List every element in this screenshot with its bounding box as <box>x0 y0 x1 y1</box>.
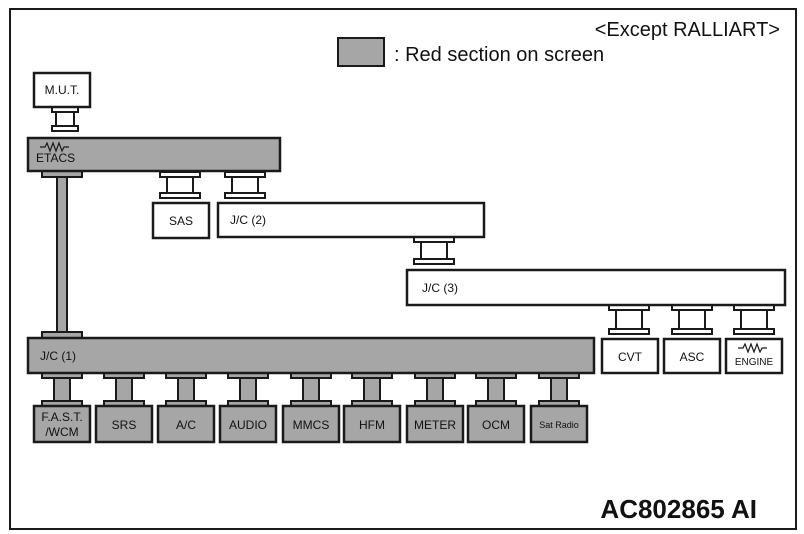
etacs-box <box>26 136 282 173</box>
engine-label: ENGINE <box>735 357 774 368</box>
resistor-icon <box>738 342 767 354</box>
hfm-label: HFM <box>359 418 385 432</box>
legend-swatch <box>337 37 385 67</box>
mut-label: M.U.T. <box>45 83 80 97</box>
connectors <box>41 106 775 407</box>
fast-wcm-label-line1: F.A.S.T. <box>41 410 82 424</box>
audio-label: AUDIO <box>229 418 267 432</box>
asc-label: ASC <box>680 350 705 364</box>
legend-text: : Red section on screen <box>394 44 604 66</box>
asc-box <box>662 337 722 375</box>
srs-box <box>94 404 154 444</box>
jc3-label: J/C (3) <box>422 281 458 295</box>
figure-code: AC802865 AI <box>600 494 757 524</box>
resistor-icon <box>40 141 69 153</box>
jc2-box <box>216 201 486 239</box>
ac-box <box>156 404 216 444</box>
fast-wcm-label-line2: /WCM <box>45 425 78 439</box>
hfm-box <box>342 404 402 444</box>
mmcs-label: MMCS <box>293 418 330 432</box>
jc1-label: J/C (1) <box>40 349 76 363</box>
audio-box <box>218 404 278 444</box>
meter-label: METER <box>414 418 456 432</box>
jc3-box <box>405 268 787 307</box>
sas-box <box>151 201 211 240</box>
ac-label: A/C <box>176 418 196 432</box>
sas-label: SAS <box>169 214 193 228</box>
sat-radio-box <box>529 404 589 444</box>
ocm-box <box>466 404 526 444</box>
meter-box <box>405 404 465 444</box>
cvt-label: CVT <box>618 350 643 364</box>
sat-radio-label: Sat Radio <box>539 420 579 430</box>
mmcs-box <box>281 404 341 444</box>
jc1-box <box>26 336 596 375</box>
variant-label: <Except RALLIART> <box>595 19 780 41</box>
srs-label: SRS <box>112 418 137 432</box>
ocm-label: OCM <box>482 418 510 432</box>
mut-box <box>32 71 92 109</box>
etacs-label: ETACS <box>36 151 75 165</box>
jc2-label: J/C (2) <box>230 213 266 227</box>
cvt-box <box>600 337 660 375</box>
engine-box <box>724 337 784 375</box>
fast-wcm-box <box>32 404 92 444</box>
